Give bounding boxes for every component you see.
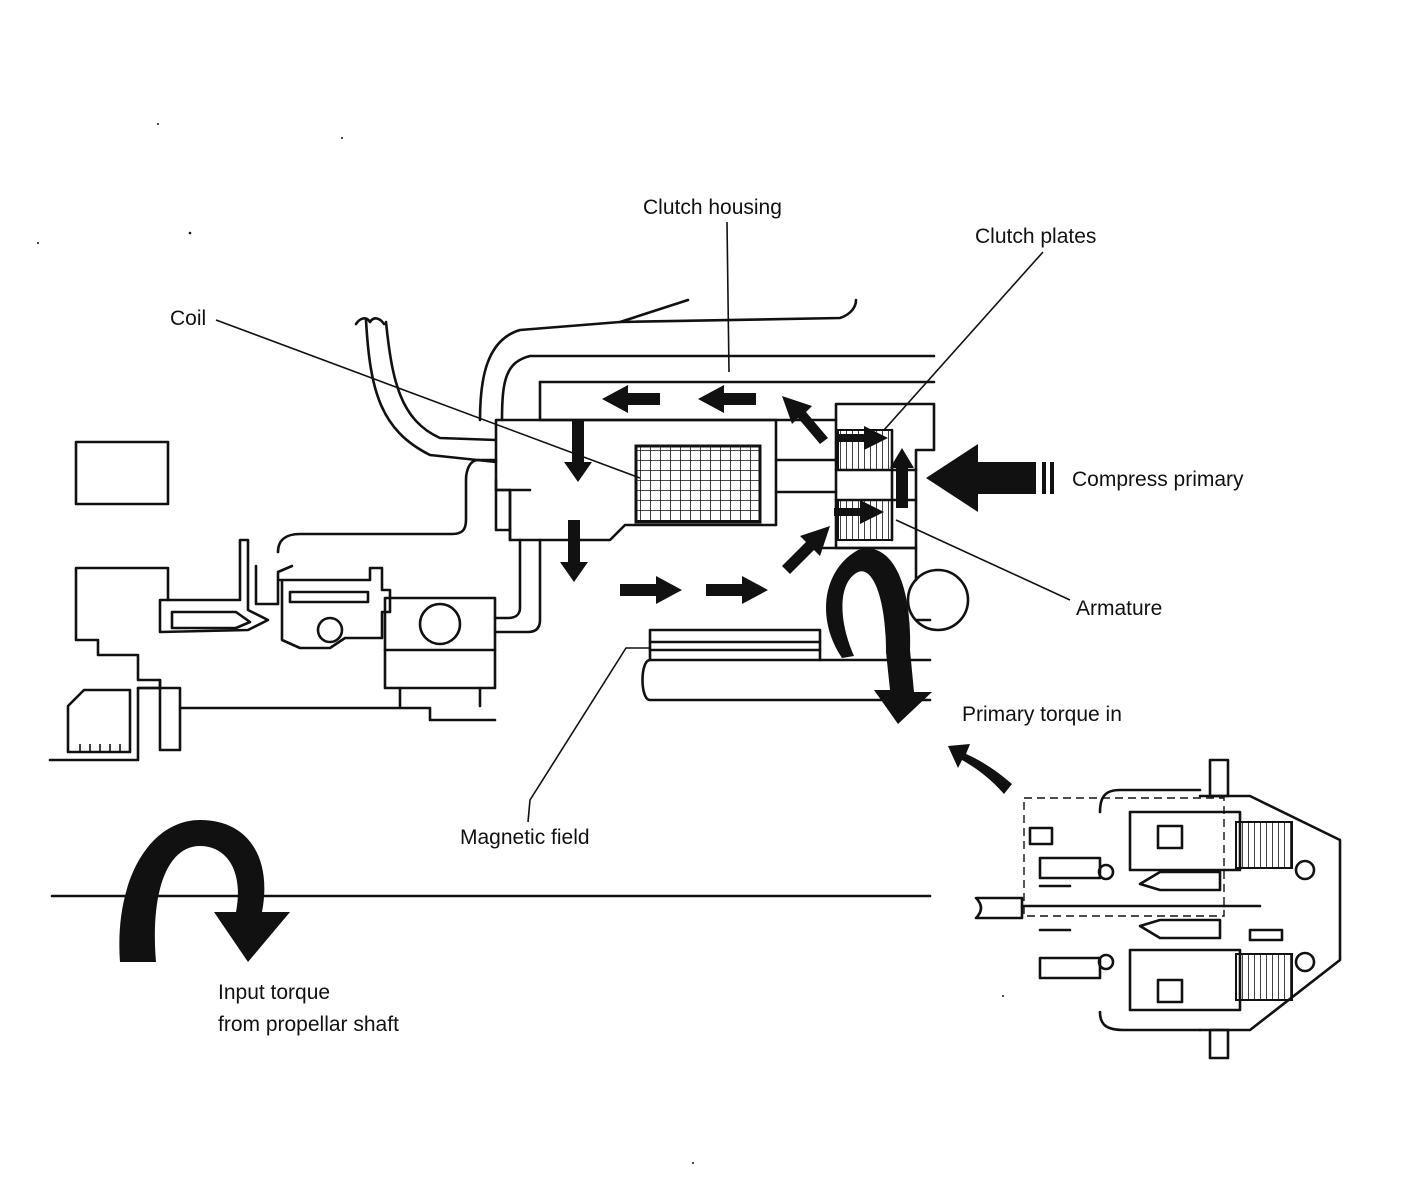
inset-pointer-arrow bbox=[948, 744, 1012, 794]
compress-arrow bbox=[926, 444, 1054, 512]
label-magnetic-field: Magnetic field bbox=[460, 826, 590, 849]
left-housing bbox=[48, 566, 497, 762]
label-clutch-housing: Clutch housing bbox=[643, 196, 782, 219]
feed-tube bbox=[354, 317, 498, 464]
left-block bbox=[74, 440, 170, 506]
clutch-pack bbox=[834, 402, 936, 550]
primary-rotation-arrow bbox=[826, 548, 932, 724]
flux-arrows bbox=[560, 385, 914, 604]
label-primary-torque-in: Primary torque in bbox=[962, 703, 1122, 726]
label-armature: Armature bbox=[1076, 597, 1162, 620]
label-clutch-plates: Clutch plates bbox=[975, 225, 1096, 248]
scan-specks bbox=[37, 123, 1004, 1164]
label-input-torque-line2: from propellar shaft bbox=[218, 1013, 399, 1036]
label-input-torque-line1: Input torque bbox=[218, 981, 330, 1004]
coil-winding bbox=[634, 444, 762, 524]
wiring bbox=[276, 458, 542, 634]
leader-lines bbox=[215, 221, 1071, 823]
coil-assembly bbox=[494, 418, 838, 542]
label-coil: Coil bbox=[170, 307, 206, 330]
hub-structure bbox=[158, 538, 497, 708]
label-compress-primary: Compress primary bbox=[1072, 468, 1244, 491]
inset-clutch-cutaway bbox=[974, 758, 1342, 1060]
input-torque-arrow bbox=[119, 820, 290, 962]
right-bearing bbox=[641, 546, 970, 702]
